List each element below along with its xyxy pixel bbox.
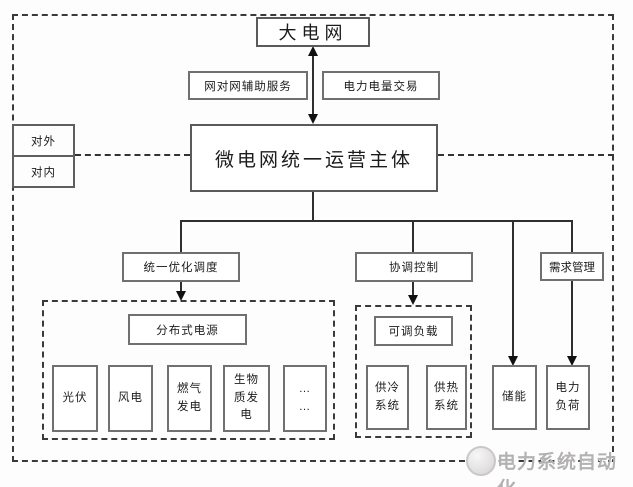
node-heating-system: 供热系统 (426, 365, 467, 430)
arrowhead-into-storage (508, 356, 518, 366)
arrowhead-down-to-main (308, 114, 318, 124)
group-distributed-generation (42, 300, 335, 440)
node-der-wind: 风电 (108, 365, 153, 432)
node-der-biomass: 生物质发电 (223, 365, 270, 432)
connector-drop-storage (512, 220, 514, 358)
boundary-inout-box: 对外 对内 (12, 124, 75, 188)
arrowhead-up-to-grid (308, 46, 318, 56)
connector-grid-main-line (312, 51, 314, 117)
group-adjustable-load (355, 305, 472, 438)
boundary-external-label: 对外 (14, 126, 73, 157)
watermark-brand-text: 电力系统自动化 (497, 452, 618, 487)
node-demand-management: 需求管理 (540, 252, 604, 281)
node-cooling-system: 供冷系统 (366, 365, 409, 430)
node-coordinated-control: 协调控制 (355, 252, 473, 282)
node-der-more: … … (283, 365, 327, 432)
node-power-load: 电力负荷 (546, 365, 590, 430)
node-storage: 储能 (492, 365, 537, 430)
arrowhead-into-powerload (567, 356, 577, 366)
system-boundary-dashed-border (12, 14, 614, 462)
connector-control-to-load (412, 282, 414, 296)
connector-drop-demand (571, 220, 573, 252)
connector-demand-to-powerload (571, 281, 573, 358)
node-unified-dispatch: 统一优化调度 (122, 252, 240, 282)
connector-branch-horizontal (180, 220, 573, 222)
node-der-gas: 燃气发电 (167, 365, 212, 432)
node-der-pv: 光伏 (52, 365, 98, 432)
connector-main-stem (312, 192, 314, 222)
boundary-dashed-line-right (438, 154, 614, 156)
boundary-internal-label: 对内 (31, 166, 56, 179)
node-grid-aux-service: 网对网辅助服务 (188, 71, 308, 100)
power-system-logo-icon (466, 446, 496, 476)
arrowhead-into-der-group (176, 291, 186, 301)
node-der-title: 分布式电源 (128, 314, 247, 345)
connector-drop-control (412, 220, 414, 252)
boundary-dashed-line-left (75, 154, 190, 156)
connector-drop-dispatch (180, 220, 182, 252)
node-load-title: 可调负载 (374, 316, 453, 346)
arrowhead-into-load-group (408, 295, 418, 305)
connector-dispatch-to-der (180, 282, 182, 293)
node-energy-trade: 电力电量交易 (322, 71, 440, 100)
node-main-entity: 微电网统一运营主体 (190, 124, 438, 192)
node-big-grid: 大电网 (256, 17, 370, 47)
